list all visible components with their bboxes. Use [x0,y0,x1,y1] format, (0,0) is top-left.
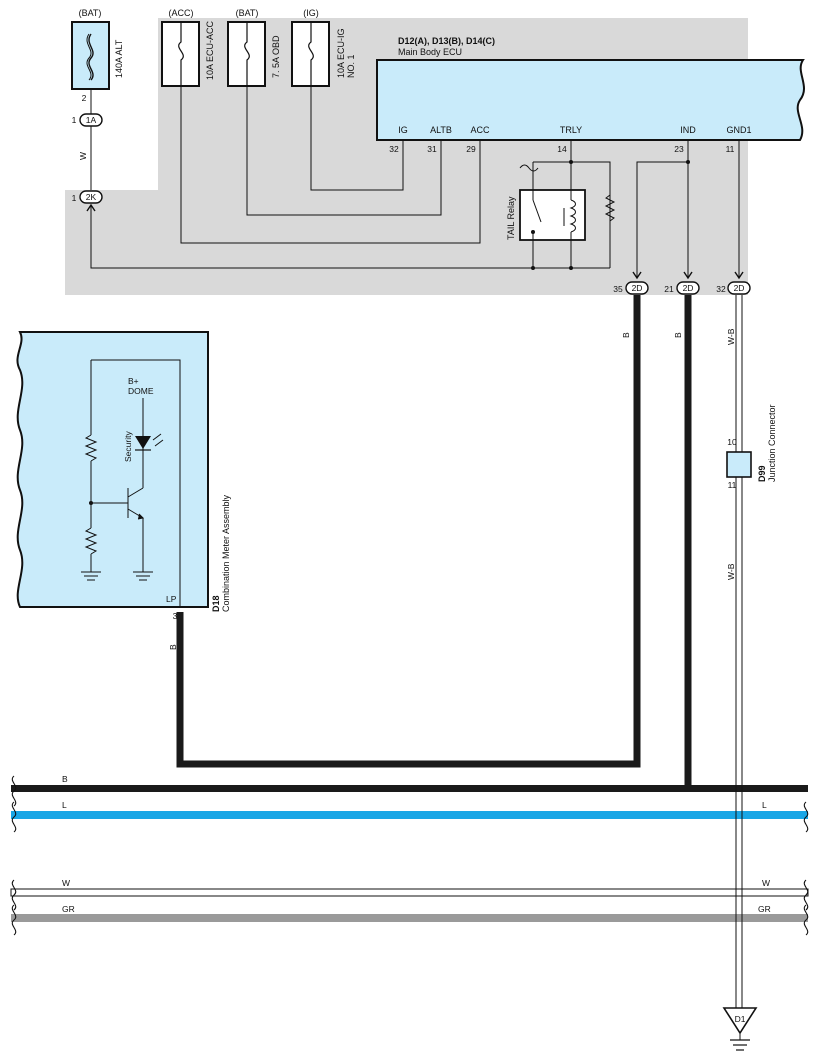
connector-2d-32: 32 2D [716,271,751,295]
connector-1a: 1 1A [72,113,103,127]
ecu-terminal-trly: TRLY [560,125,582,135]
fuse-source-label: (BAT) [79,8,102,18]
pin-number: 2 [82,93,87,103]
connector-2d-35: 35 2D [613,271,649,295]
bus-line-gr: GR GR [11,904,808,922]
break-marks [11,775,809,936]
ecu-terminal-altb: ALTB [430,125,452,135]
bus-line-w: W W [10,878,809,897]
ecu-codes: D12(A), D13(B), D14(C) [398,36,495,46]
fuse-name: 10A ECU-ACC [205,20,215,80]
ground-d1: D1 [722,1007,758,1051]
meter-terminal-label: LP [166,594,177,604]
wire-color-label: L [762,800,767,810]
pin-number: 35 [613,284,623,294]
wire-color-label: B [168,644,178,650]
fuse-name: 140A ALT [114,39,124,78]
pin-number: 1 [72,193,77,203]
connector-id: 1A [86,115,97,125]
tail-relay: TAIL Relay [506,162,616,268]
b-wires [176,295,692,788]
wb-wire [735,295,743,1008]
ecu-pin: 32 [389,144,399,154]
meter-code: D18 [211,595,221,612]
wire-color-label: GR [62,904,75,914]
connector-id: 2D [683,283,694,293]
pin-number: 21 [664,284,674,294]
pin-number: 3 [173,611,178,621]
ecu-terminal-gnd1: GND1 [726,125,751,135]
wire-color-label: B [673,332,683,338]
pin-number: 1 [72,115,77,125]
fuse-source-label: (BAT) [236,8,259,18]
security-led-label: Security [123,431,133,462]
bus-line-l: L L [11,800,808,819]
ecu-pin: 31 [427,144,437,154]
bus-line-b: B [11,774,808,792]
connector-2d-21: 21 2D [664,271,700,295]
wire-color-label: B [621,332,631,338]
fuse-name: 7. 5A OBD [271,35,281,78]
wire-color-label: W [62,878,70,888]
junction-connector-d99: 10 11 D99 Junction Connector [726,404,777,490]
fuse-10a-ecu-ig-no1: (IG) 10A ECU-IG NO. 1 [291,8,356,87]
ground-id: D1 [735,1014,746,1024]
fuse-name-line2: NO. 1 [346,54,356,78]
pin-number: 11 [728,480,737,490]
fuse-140a-alt: (BAT) 140A ALT [71,8,124,90]
pin-number: 32 [716,284,726,294]
meter-name: Combination Meter Assembly [221,494,231,612]
main-body-ecu: D12(A), D13(B), D14(C) Main Body ECU IG … [376,36,805,154]
fuse-10a-ecu-acc: (ACC) 10A ECU-ACC [161,8,215,87]
wire-color-label: B [62,774,68,784]
ecu-terminal-acc: ACC [470,125,490,135]
wire-color-label: L [62,800,67,810]
ecu-pin: 14 [557,144,567,154]
ecu-terminal-ig: IG [398,125,408,135]
wire-color-label: GR [758,904,771,914]
fuse-name: 10A ECU-IG [336,28,346,78]
ecu-pin: 29 [466,144,476,154]
ecu-pin: 11 [726,144,735,154]
fuse-source-label: (IG) [303,8,319,18]
combination-meter-assembly: B+ DOME Security LP 3 D18 Combination Me… [16,331,231,621]
meter-bplus-label: B+ [128,376,139,386]
pin-number: 10 [727,437,737,447]
junction-code: D99 [757,465,767,482]
connector-2k: 1 2K [72,190,103,212]
relay-name: TAIL Relay [506,196,516,240]
fuse-source-label: (ACC) [169,8,194,18]
ecu-terminal-ind: IND [680,125,696,135]
connector-id: 2D [632,283,643,293]
wire-color-label: W-B [726,563,736,580]
junction-name: Junction Connector [767,404,777,482]
wire-color-label: W-B [726,328,736,345]
connector-id: 2D [734,283,745,293]
connector-id: 2K [86,192,97,202]
wire-color-label: W [78,152,88,160]
ecu-pin: 23 [674,144,684,154]
wire-color-label: W [762,878,770,888]
ecu-name: Main Body ECU [398,47,462,57]
meter-dome-label: DOME [128,386,154,396]
